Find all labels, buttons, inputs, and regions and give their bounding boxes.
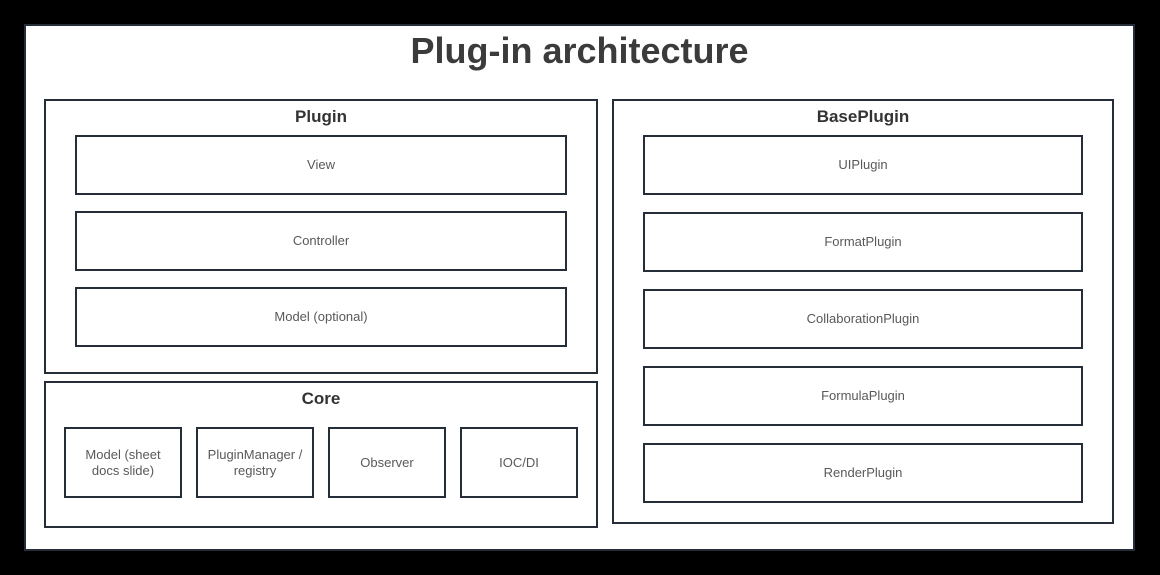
group-core-boxes: Model (sheet docs slide) PluginManager /… (46, 410, 596, 498)
slide-page: Plug-in architecture Plugin View Control… (24, 24, 1135, 551)
box-renderplugin: RenderPlugin (643, 443, 1083, 503)
box-view: View (75, 135, 567, 195)
box-pluginmanager-registry: PluginManager / registry (196, 427, 314, 498)
box-controller: Controller (75, 211, 567, 271)
box-collaborationplugin: CollaborationPlugin (643, 289, 1083, 349)
group-core-title: Core (301, 389, 341, 408)
box-model-sheet-docs-slide: Model (sheet docs slide) (64, 427, 182, 498)
group-baseplugin-boxes: UIPlugin FormatPlugin CollaborationPlugi… (614, 128, 1112, 520)
box-model-optional: Model (optional) (75, 287, 567, 347)
group-core: Core Model (sheet docs slide) PluginMana… (44, 381, 598, 528)
box-uiplugin: UIPlugin (643, 135, 1083, 195)
box-observer: Observer (328, 427, 446, 498)
group-baseplugin: BasePlugin UIPlugin FormatPlugin Collabo… (612, 99, 1114, 524)
group-plugin-title: Plugin (295, 107, 347, 126)
group-baseplugin-title: BasePlugin (816, 107, 910, 126)
box-ioc-di: IOC/DI (460, 427, 578, 498)
page-title: Plug-in architecture (410, 30, 749, 71)
group-plugin: Plugin View Controller Model (optional) (44, 99, 598, 374)
box-formatplugin: FormatPlugin (643, 212, 1083, 272)
box-formulaplugin: FormulaPlugin (643, 366, 1083, 426)
group-plugin-boxes: View Controller Model (optional) (46, 128, 596, 363)
